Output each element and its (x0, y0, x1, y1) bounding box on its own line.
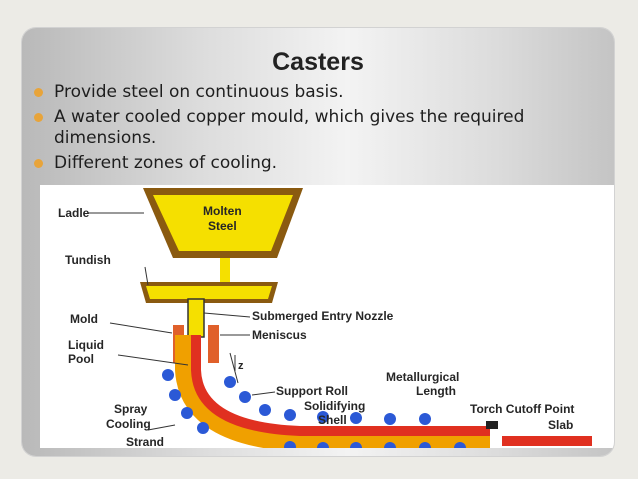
tundish-label: Tundish (65, 253, 111, 267)
entry-nozzle (187, 298, 205, 338)
solidifying-label: Solidifying (304, 399, 365, 413)
metallurgical-label: Metallurgical (386, 370, 459, 384)
torch-label: Torch Cutoff Point (470, 402, 574, 416)
leader-lines (88, 212, 276, 431)
bullet-item: Different zones of cooling. (32, 153, 592, 174)
meniscus-label: Meniscus (252, 328, 307, 342)
bullet-dot-icon (34, 88, 43, 97)
torch-icon (486, 421, 498, 429)
ladle-stream (220, 258, 230, 292)
strand-label: Strand (126, 435, 164, 448)
bullet-dot-icon (34, 113, 43, 122)
bullet-list: Provide steel on continuous basis. A wat… (32, 82, 592, 178)
z-label: z (238, 360, 244, 372)
slide: Casters Provide steel on continuous basi… (22, 28, 614, 456)
mold-label: Mold (70, 312, 98, 326)
bullet-item: A water cooled copper mould, which gives… (32, 107, 592, 149)
continuous-casting-diagram: Ladle Molten Steel Tundish Submerged Ent… (40, 185, 614, 454)
shell-label: Shell (318, 413, 347, 427)
bullet-dot-icon (34, 159, 43, 168)
diagram-svg: Ladle Molten Steel Tundish Submerged Ent… (58, 188, 592, 454)
cooling-label: Cooling (106, 417, 151, 431)
tundish-steel (146, 286, 272, 299)
nozzle-label: Submerged Entry Nozzle (252, 309, 394, 323)
ladle-label: Ladle (58, 206, 90, 220)
molten-steel-shape (153, 195, 293, 251)
bullet-text: Different zones of cooling. (54, 153, 278, 173)
bullet-item: Provide steel on continuous basis. (32, 82, 592, 103)
steel-label: Steel (208, 219, 237, 233)
support-roll-label: Support Roll (276, 384, 348, 398)
strand-shell (175, 335, 490, 452)
slab-shape (502, 436, 592, 446)
molten-label: Molten (203, 204, 242, 218)
mold-right (208, 325, 219, 363)
bullet-text: Provide steel on continuous basis. (54, 82, 344, 102)
slide-title: Casters (272, 48, 364, 76)
bullet-text: A water cooled copper mould, which gives… (54, 107, 525, 148)
liquid-label: Liquid (68, 338, 104, 352)
slab-label: Slab (548, 418, 573, 432)
strand-core (191, 335, 490, 436)
spray-label: Spray (114, 402, 148, 416)
length-label: Length (416, 384, 456, 398)
pool-label: Pool (68, 352, 94, 366)
